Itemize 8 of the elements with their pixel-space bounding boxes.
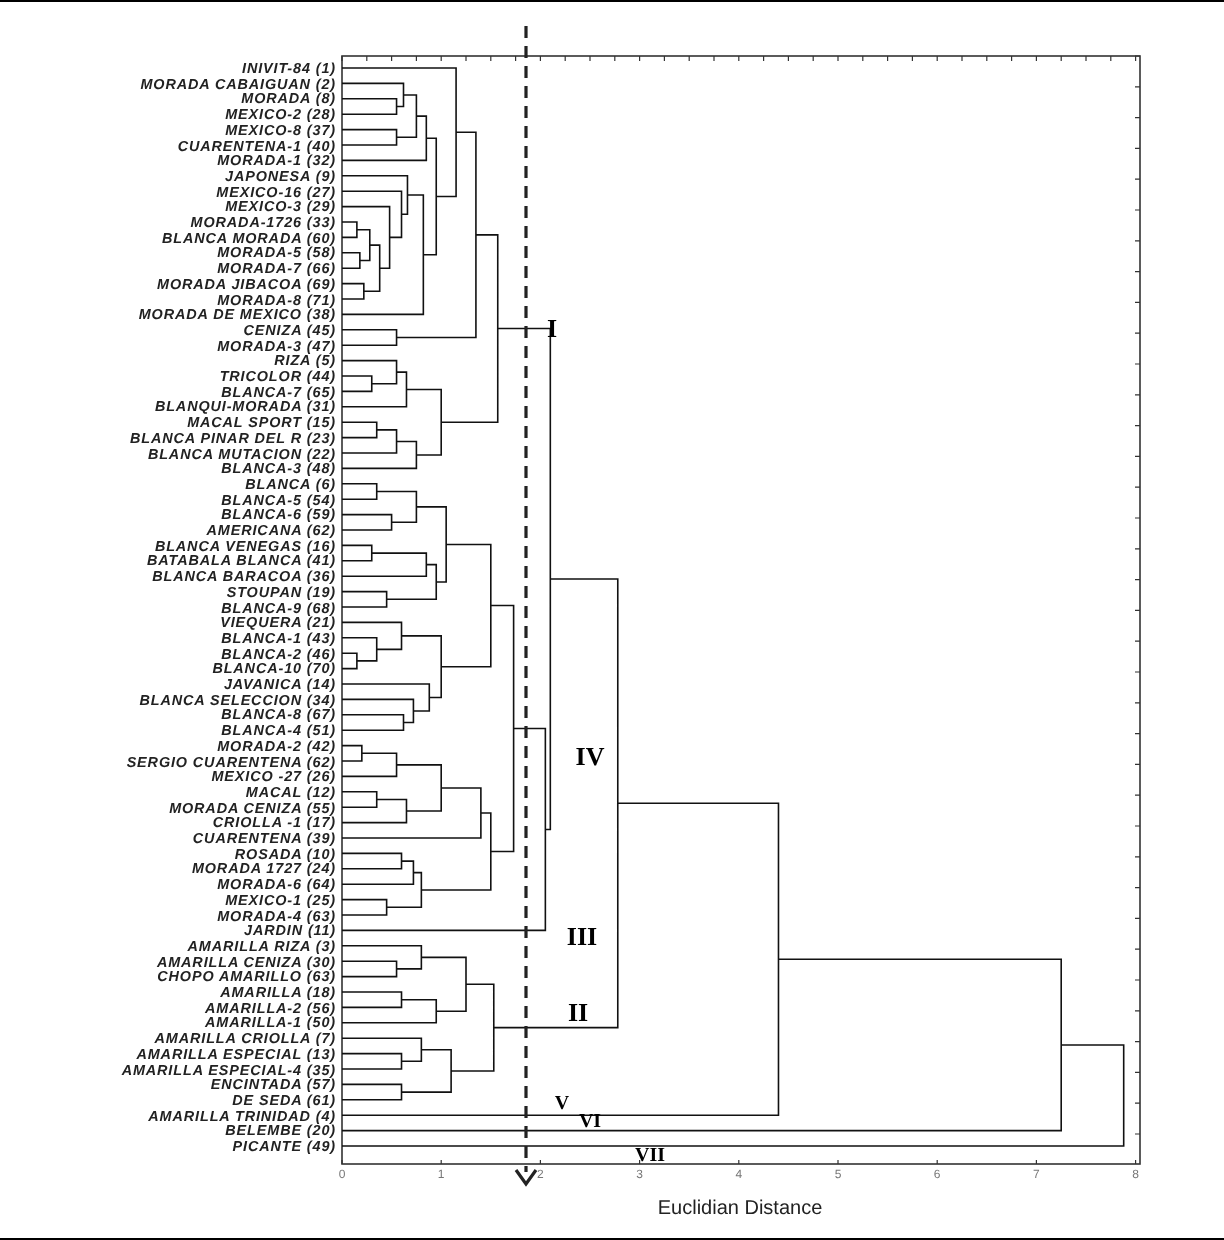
- cluster-label: V: [554, 1095, 570, 1111]
- axis-title: Euclidian Distance: [657, 1198, 823, 1220]
- cluster-label: I: [546, 318, 558, 338]
- cluster-label: VII: [635, 1148, 665, 1164]
- cluster-label: IV: [575, 746, 605, 766]
- cluster-label: II: [567, 1002, 589, 1022]
- cluster-label: III: [566, 926, 598, 946]
- cluster-label: VI: [578, 1114, 602, 1130]
